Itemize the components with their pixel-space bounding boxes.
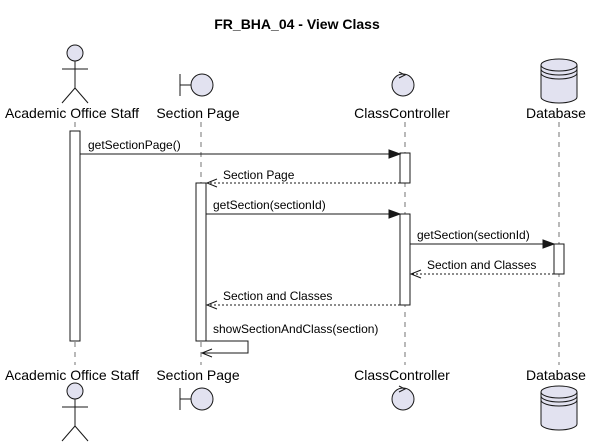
message-label: getSection(sectionId) xyxy=(417,228,530,242)
participant-label-database: Database xyxy=(526,105,586,121)
database-icon xyxy=(540,58,578,104)
control-icon xyxy=(391,71,415,97)
activation-bar-staff xyxy=(69,130,81,342)
control-icon xyxy=(391,385,415,411)
message-show-section-and-class: showSectionAndClass(section) xyxy=(200,322,378,358)
message-get-section-from-page: getSection(sectionId) xyxy=(206,198,402,219)
activation-bar-controller-1 xyxy=(399,152,411,184)
database-icon xyxy=(540,385,578,431)
message-get-section-from-controller: getSection(sectionId) xyxy=(410,228,556,249)
participant-label-database-bottom: Database xyxy=(526,367,586,383)
message-label: Section and Classes xyxy=(223,289,332,303)
participant-label-staff: Academic Office Staff xyxy=(5,105,139,121)
message-label: getSection(sectionId) xyxy=(213,198,326,212)
participant-label-page: Section Page xyxy=(156,105,239,121)
participant-label-controller: ClassController xyxy=(354,105,450,121)
message-label: showSectionAndClass(section) xyxy=(213,322,378,336)
actor-icon xyxy=(61,44,89,104)
participant-label-controller-bottom: ClassController xyxy=(354,367,450,383)
message-label: Section and Classes xyxy=(427,258,536,272)
message-get-section-page: getSectionPage() xyxy=(80,138,402,159)
activation-bar-controller-2 xyxy=(399,213,411,306)
activation-bar-database xyxy=(553,243,565,275)
actor-icon xyxy=(61,382,89,442)
diagram-title: FR_BHA_04 - View Class xyxy=(214,16,380,32)
message-return-section-page: Section Page xyxy=(205,168,400,188)
participant-label-page-bottom: Section Page xyxy=(156,367,239,383)
boundary-icon xyxy=(179,387,214,411)
boundary-icon xyxy=(179,73,214,97)
message-return-section-and-classes-db: Section and Classes xyxy=(409,258,554,279)
message-label: Section Page xyxy=(223,168,295,182)
participant-label-staff-bottom: Academic Office Staff xyxy=(5,367,139,383)
activation-bar-page xyxy=(195,182,207,342)
message-return-section-and-classes-page: Section and Classes xyxy=(205,289,400,310)
message-label: getSectionPage() xyxy=(88,138,181,152)
